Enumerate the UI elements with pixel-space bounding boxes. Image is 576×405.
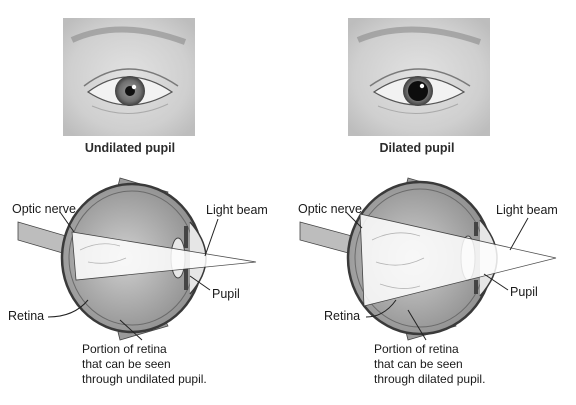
right-pupil-label: Pupil bbox=[510, 285, 538, 299]
right-optic-nerve-label: Optic nerve bbox=[298, 202, 362, 216]
left-retina-label: Retina bbox=[8, 309, 45, 323]
right-light-beam-label: Light beam bbox=[496, 203, 558, 217]
left-pupil-label: Pupil bbox=[212, 287, 240, 301]
dilated-caption: Dilated pupil bbox=[379, 141, 455, 155]
dilated-eye-photo bbox=[348, 18, 490, 136]
undilated-caption: Undilated pupil bbox=[84, 141, 176, 155]
left-leader-lines bbox=[47, 211, 219, 341]
undilated-eye-cross-section bbox=[17, 177, 257, 341]
left-light-beam-label: Light beam bbox=[206, 203, 268, 217]
left-retina-portion-note: Portion of retina that can be seen throu… bbox=[82, 342, 207, 386]
left-optic-nerve-label: Optic nerve bbox=[12, 202, 76, 216]
right-retina-label: Retina bbox=[324, 309, 361, 323]
right-retina-portion-note: Portion of retina that can be seen throu… bbox=[374, 342, 486, 386]
dilated-eye-cross-section bbox=[299, 177, 557, 341]
right-leader-lines bbox=[345, 211, 529, 341]
undilated-eye-photo bbox=[63, 18, 195, 136]
